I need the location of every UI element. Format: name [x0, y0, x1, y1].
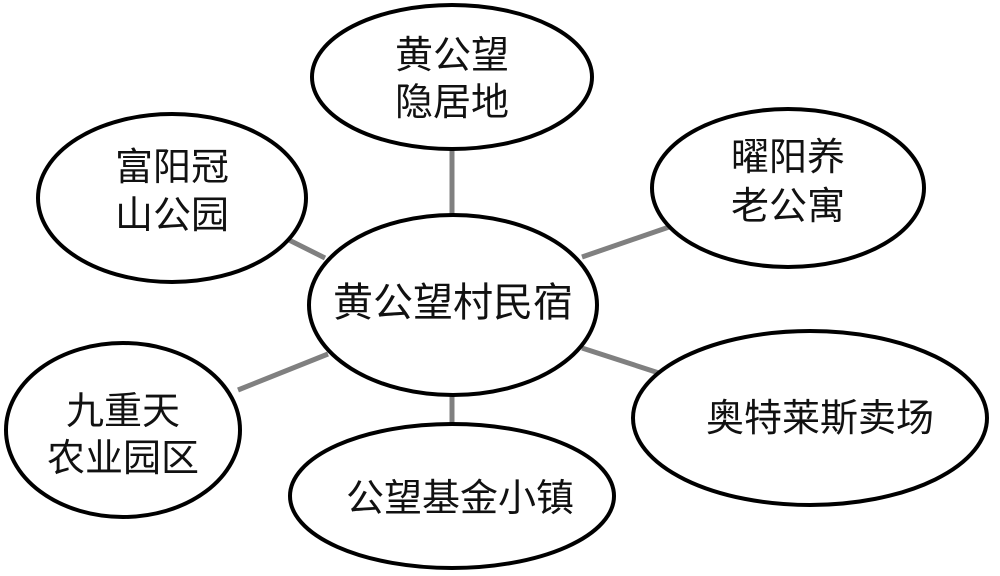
- node-top-line-2: 隐居地: [395, 80, 509, 124]
- node-lower-right: 奥特莱斯卖场: [631, 329, 989, 507]
- node-center-label: 黄公望村民宿: [333, 280, 573, 326]
- connector-upper-left: [283, 235, 327, 261]
- node-lower-left-line-2: 农业园区: [47, 436, 199, 480]
- node-center: 黄公望村民宿: [307, 213, 599, 397]
- node-lower-left-line-1: 九重天: [66, 389, 180, 433]
- node-upper-right-line-2: 老公寓: [731, 184, 845, 228]
- connector-lower-left: [237, 351, 329, 393]
- node-bottom-line-1: 公望基金小镇: [346, 476, 574, 520]
- node-top: 黄公望 隐居地: [310, 3, 594, 151]
- node-top-line-1: 黄公望: [395, 33, 509, 77]
- connector-upper-right: [581, 223, 673, 260]
- node-upper-left-line-2: 山公园: [115, 193, 229, 237]
- node-lower-left: 九重天 农业园区: [4, 341, 242, 519]
- connector-lower-right: [581, 345, 663, 377]
- node-upper-left: 富阳冠 山公园: [36, 112, 308, 284]
- node-upper-right-line-1: 曜阳养: [731, 135, 845, 179]
- node-bottom: 公望基金小镇: [288, 422, 616, 570]
- node-lower-right-line-1: 奥特莱斯卖场: [706, 396, 934, 440]
- node-upper-right: 曜阳养 老公寓: [650, 107, 926, 269]
- node-upper-left-line-1: 富阳冠: [115, 145, 229, 189]
